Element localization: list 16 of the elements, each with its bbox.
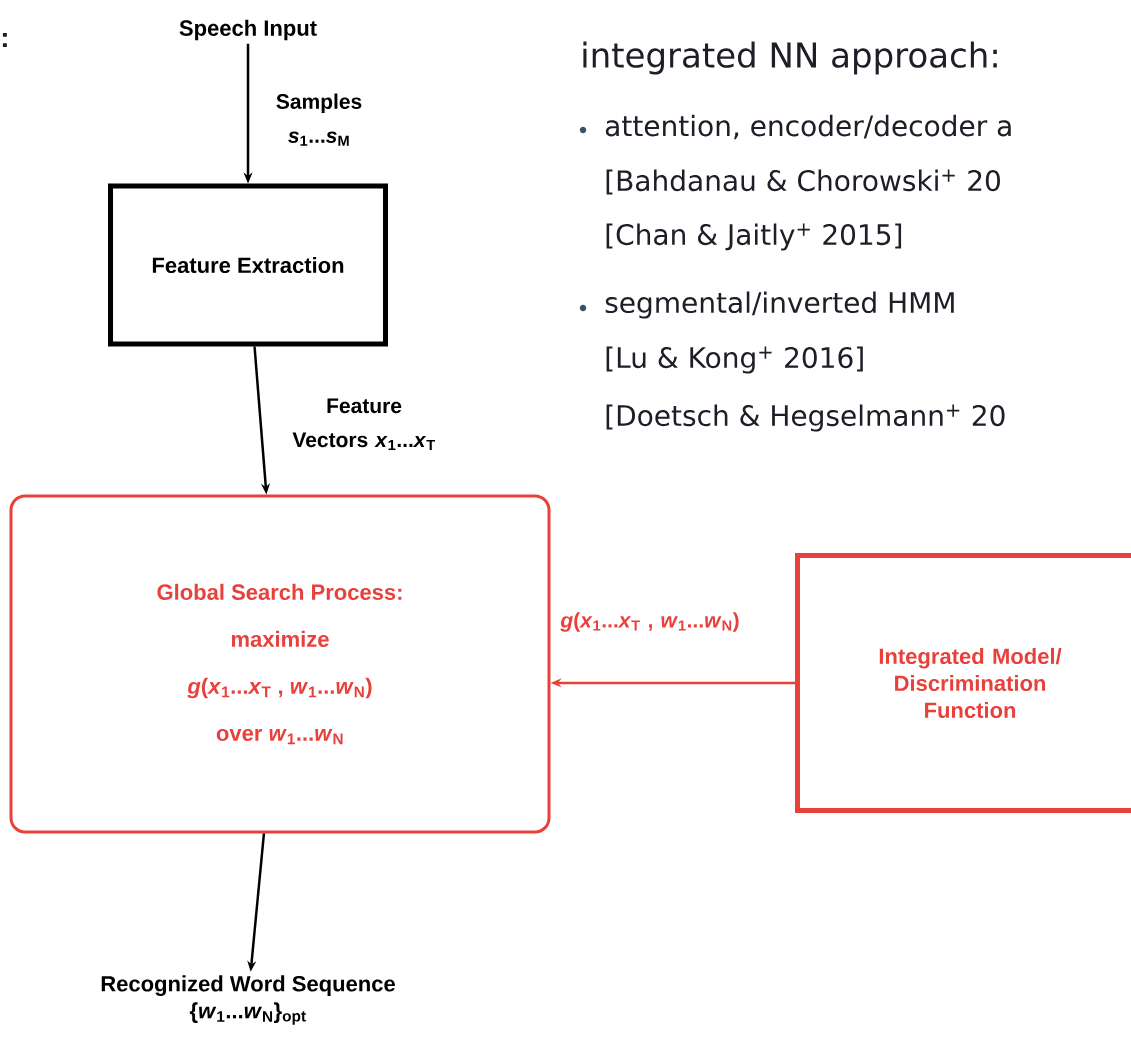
edge-label: g(x$_{1}$...x$_{T}$ , w$_{1}$...w$_{N}$): [560, 612, 739, 632]
input-label: Speech Input: [179, 19, 317, 41]
bullet-text: [Bahdanau & Chorowski$^{+}$ 20: [606, 169, 1000, 195]
bullet-text: attention, encoder/decoder a: [605, 114, 1011, 140]
model-box: Integrated Model/ Discrimination Function: [795, 553, 1131, 813]
bullet-text: [Chan & Jaitly$^{+}$ 2015]: [606, 223, 902, 251]
output-label: Recognized Word Sequence {w$_{1}$...w$_{N}$}$_{opt}$: [101, 975, 395, 1025]
bullet-text: segmental/inverted HMM: [605, 291, 954, 319]
bullet-text: [Doetsch & Hegselmann$^{+}$ 20: [606, 404, 1005, 432]
bullet-text: [Lu & Kong$^{+}$ 2016]: [606, 346, 863, 374]
colon: :: [2, 32, 7, 48]
edge-label: Samples s$_{1}$...s$_{M}$: [276, 93, 362, 146]
heading: integrated NN approach:: [583, 41, 997, 75]
edge-label: Feature Vectors x$_{1}$...x$_{T}$: [292, 398, 436, 451]
search-process-box: Global Search Process: maximize g(x$_{1}$...x$_{T}$ , w$_{1}$...w$_{N}$) over w$_{1}$...w$_{N}$: [9, 494, 551, 834]
process-box: Feature Extraction: [108, 183, 388, 347]
